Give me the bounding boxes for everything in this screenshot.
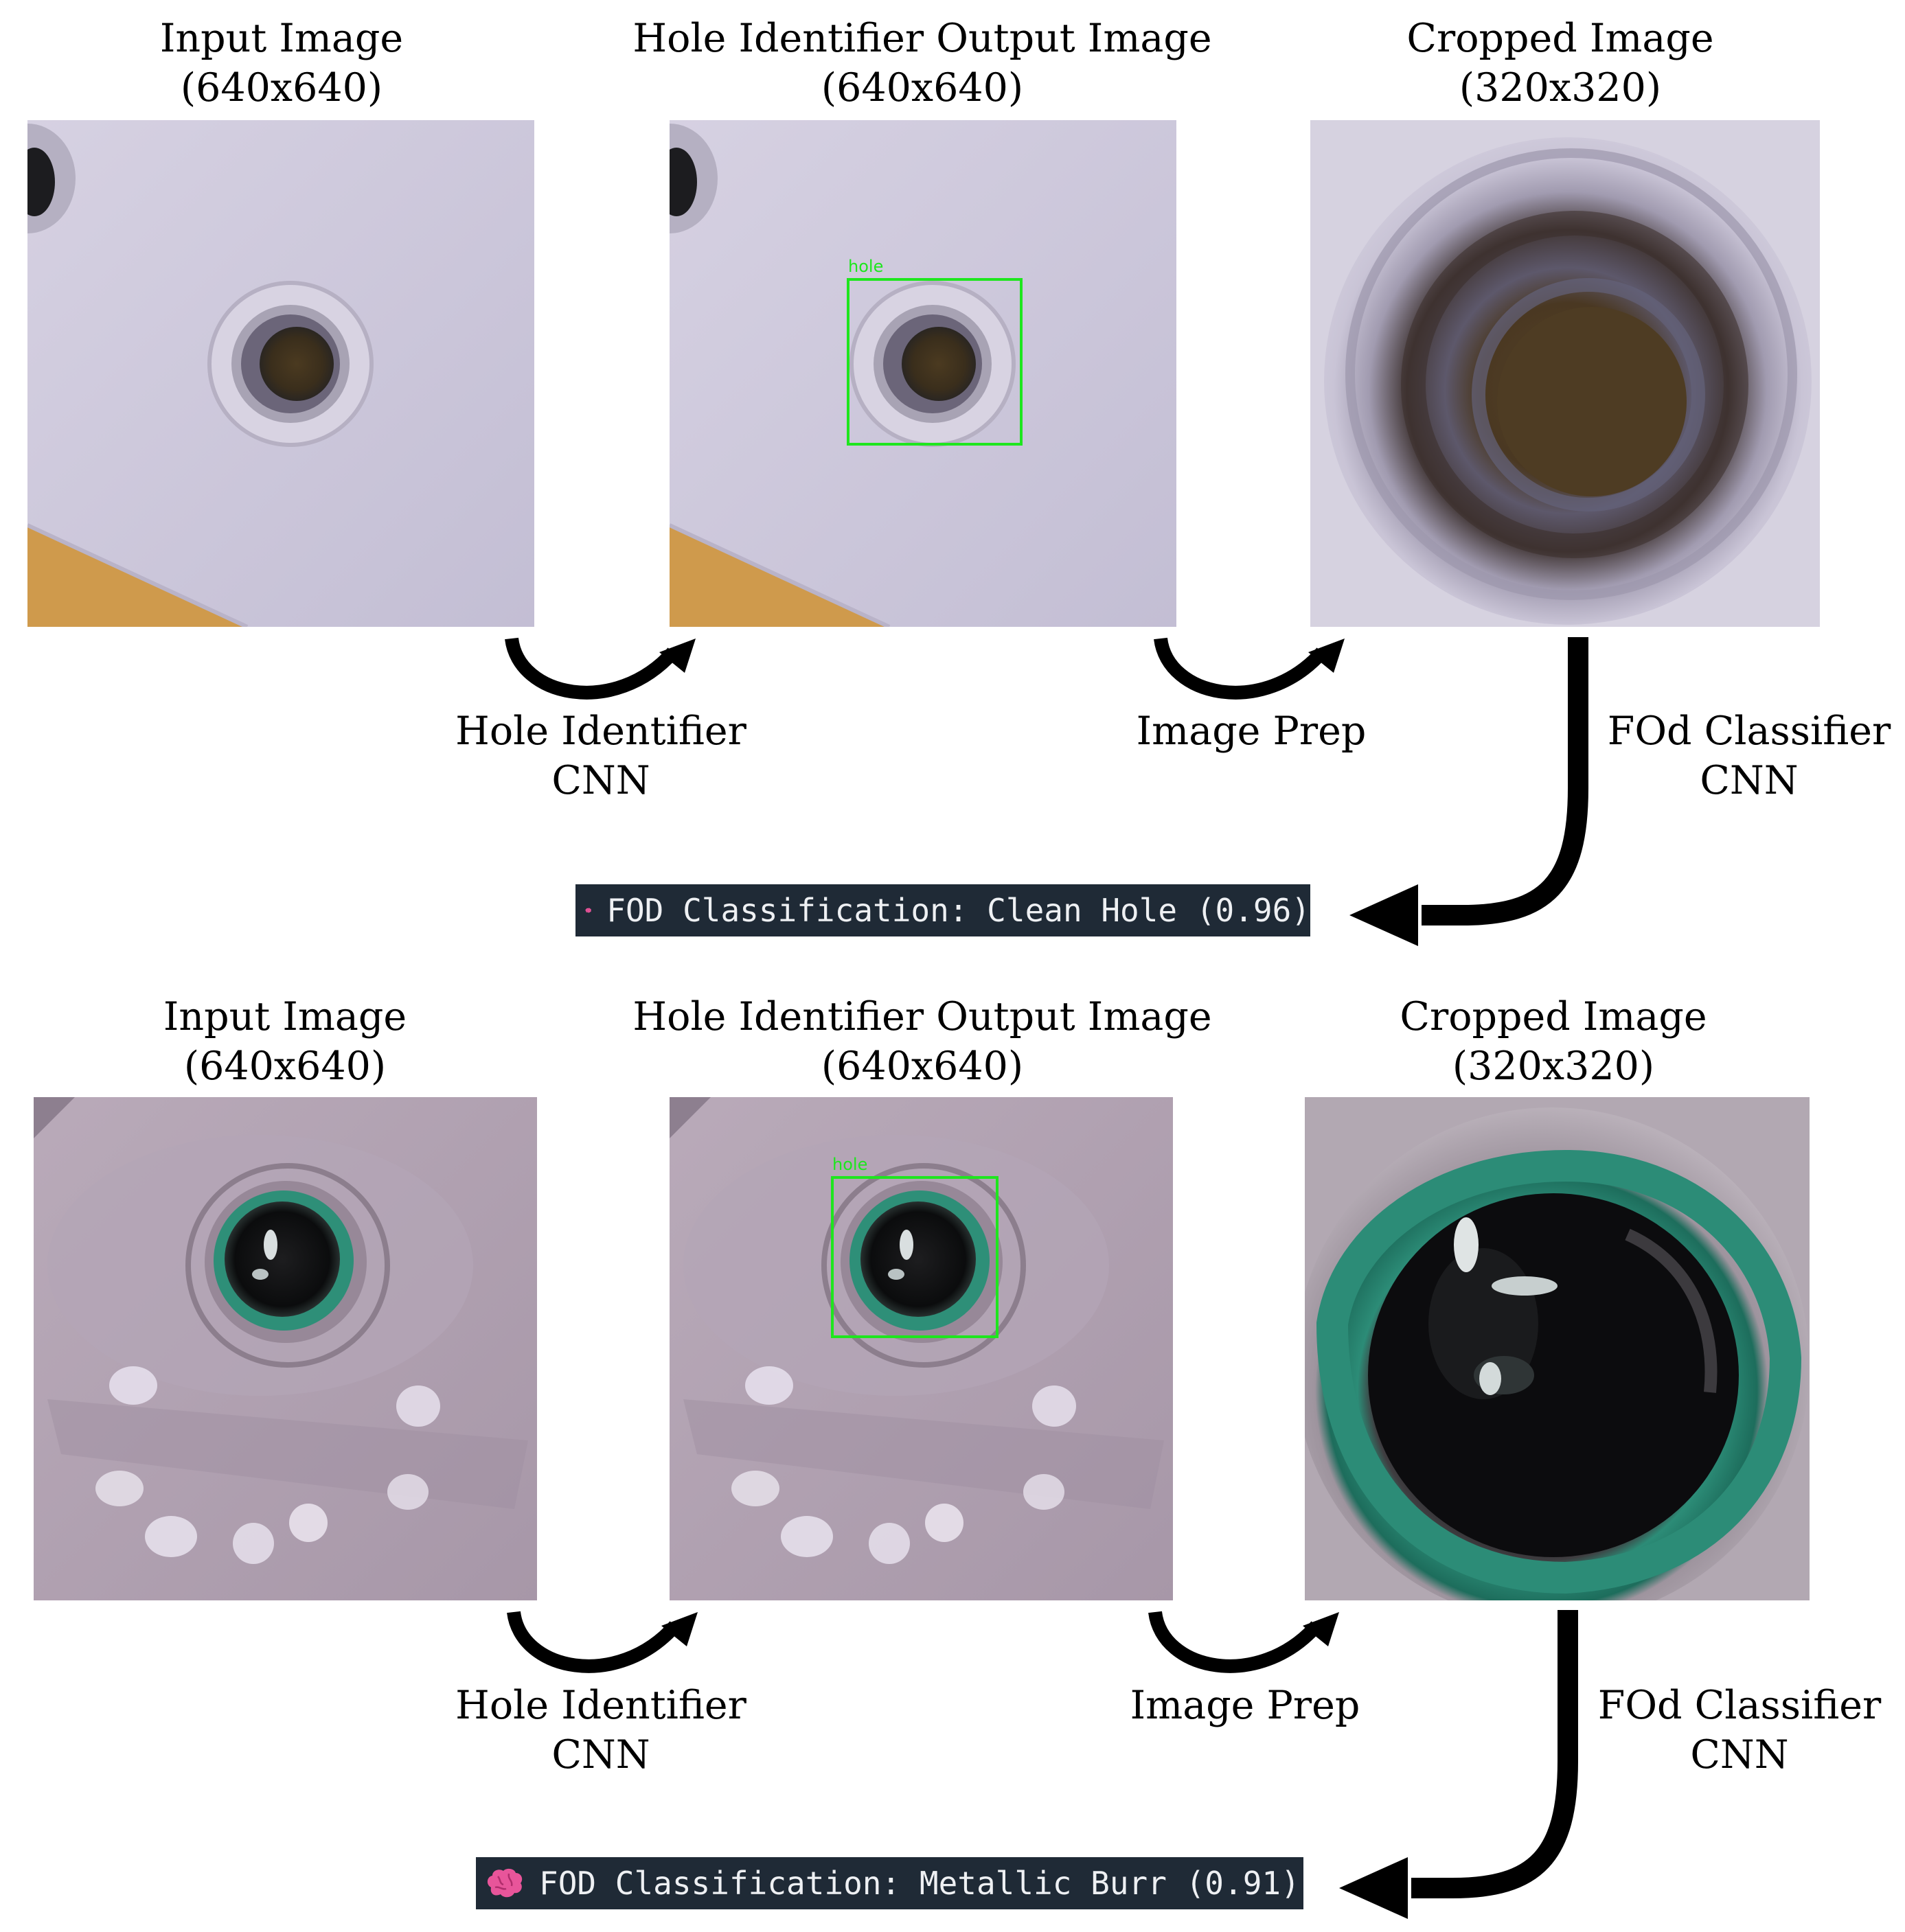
caption-title: Input Image <box>163 994 407 1039</box>
image-prep-arrow <box>1148 1611 1339 1673</box>
caption-size: (640x640) <box>821 65 1024 111</box>
caption-size: (320x320) <box>1452 1044 1655 1089</box>
caption-title: Cropped Image <box>1406 16 1714 61</box>
caption-title: Cropped Image <box>1400 994 1707 1039</box>
fod-classifier-step-label: FOd Classifier CNN <box>1543 706 1905 805</box>
step-label-line: Hole Identifier <box>455 1683 746 1728</box>
caption-size: (320x320) <box>1459 65 1662 111</box>
cropped-image <box>1310 120 1820 627</box>
step-label-line: FOd Classifier <box>1607 709 1891 754</box>
step-label-line: Image Prep <box>1136 709 1367 754</box>
hole-identifier-output-image: hole <box>670 120 1176 627</box>
hole-identifier-step-label: Hole Identifier CNN <box>395 706 807 805</box>
detection-box <box>847 278 1023 446</box>
caption-size: (640x640) <box>821 1044 1024 1089</box>
cropped-image-caption: Cropped Image (320x320) <box>1251 14 1869 113</box>
input-image <box>27 120 534 627</box>
fod-classification-result: FOD Classification: Metallic Burr (0.91) <box>476 1857 1303 1909</box>
caption-size: (640x640) <box>180 65 383 111</box>
detection-box <box>831 1176 999 1338</box>
step-label-line: CNN <box>551 758 650 803</box>
hole-identifier-step-label: Hole Identifier CNN <box>395 1681 807 1780</box>
step-label-line: Hole Identifier <box>455 709 746 754</box>
fod-classifier-step-label: FOd Classifier CNN <box>1533 1681 1905 1780</box>
step-label-line: CNN <box>1700 758 1799 803</box>
step-label-line: Image Prep <box>1130 1683 1360 1728</box>
brain-icon <box>585 908 591 913</box>
input-image-caption: Input Image (640x640) <box>0 14 591 113</box>
cropped-image-caption: Cropped Image (320x320) <box>1244 992 1862 1091</box>
step-label-line: CNN <box>551 1732 650 1778</box>
image-prep-step-label: Image Prep <box>1045 706 1457 756</box>
hole-output-caption: Hole Identifier Output Image (640x640) <box>613 14 1231 113</box>
step-label-line: FOd Classifier <box>1597 1683 1882 1728</box>
result-text: FOD Classification: Clean Hole (0.96) <box>606 892 1310 929</box>
hole-identifier-arrow <box>507 1611 698 1673</box>
image-prep-step-label: Image Prep <box>1039 1681 1451 1730</box>
caption-size: (640x640) <box>183 1044 387 1089</box>
hole-identifier-output-image: hole <box>670 1097 1173 1600</box>
hole-output-caption: Hole Identifier Output Image (640x640) <box>613 992 1231 1091</box>
input-image-caption: Input Image (640x640) <box>0 992 594 1091</box>
fod-classifier-arrow <box>1349 637 1588 946</box>
hole-identifier-arrow <box>505 637 696 700</box>
result-text: FOD Classification: Metallic Burr (0.91) <box>539 1865 1300 1902</box>
caption-title: Input Image <box>159 16 404 61</box>
detection-label: hole <box>848 257 883 276</box>
brain-icon <box>487 1868 523 1898</box>
fod-classification-result: FOD Classification: Clean Hole (0.96) <box>575 884 1310 936</box>
caption-title: Hole Identifier Output Image <box>632 16 1212 61</box>
cropped-image <box>1305 1097 1810 1600</box>
fod-classifier-arrow <box>1339 1610 1578 1919</box>
detection-label: hole <box>832 1155 867 1174</box>
caption-title: Hole Identifier Output Image <box>632 994 1212 1039</box>
input-image <box>34 1097 537 1600</box>
step-label-line: CNN <box>1690 1732 1789 1778</box>
image-prep-arrow <box>1154 637 1345 700</box>
